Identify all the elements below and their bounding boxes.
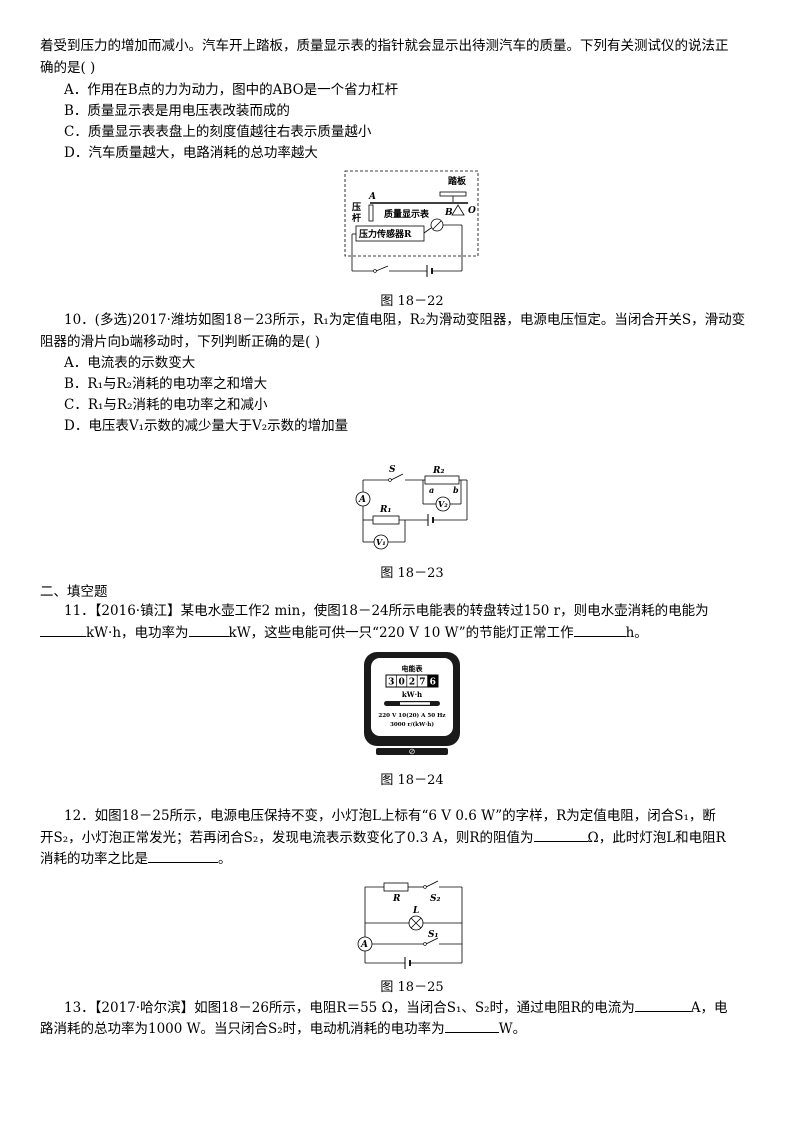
label-o: O — [468, 206, 476, 216]
pedal-plate — [439, 191, 467, 197]
label-pedal: 踏板 — [448, 175, 467, 187]
q10-text-line1: 10．(多选)2017·潍坊如图18－23所示，R₁为定值电阻，R₂为滑动变阻器… — [64, 312, 746, 328]
q12-text-segment-4: 。 — [218, 851, 232, 867]
label-s: S — [389, 465, 396, 475]
q12-text-line3: 消耗的功率之比是 。 — [40, 848, 232, 869]
q11-text-segment-2: kW，这些电能可供一只“220 V 10 W”的节能灯正常工作 — [228, 625, 574, 641]
switch-s — [390, 473, 404, 481]
label-r2: R₂ — [432, 466, 444, 476]
q11-blank-hours[interactable] — [573, 622, 626, 637]
q12-text-segment-3: 消耗的功率之比是 — [40, 851, 148, 867]
meter-title: 电能表 — [402, 664, 424, 673]
q12-text-segment-1: 开S₂，小灯泡正常发光；若再闭合S₂，发现电流表示数变化了0.3 A，则R的阻值… — [40, 830, 534, 846]
label-s2: S₂ — [430, 894, 440, 904]
figure-18-25: R S₂ L A S₁ — [357, 880, 463, 969]
label-r: R — [392, 894, 401, 904]
meter-digit-2: 0 — [398, 678, 404, 688]
label-l: L — [412, 906, 419, 916]
label-a-end: a — [429, 485, 434, 495]
q13-text-segment-4: W。 — [498, 1021, 527, 1037]
label-display: 质量显示表 — [384, 208, 430, 220]
label-b-end: b — [453, 485, 459, 495]
q9-option-b: B．质量显示表是用电压表改装而成的 — [64, 103, 290, 119]
q10-option-b: B．R₁与R₂消耗的电功率之和增大 — [64, 376, 268, 392]
q11-text-segment-1: kW·h，电功率为 — [86, 625, 189, 641]
meter-spec-2: 3000 r/(kW·h) — [390, 721, 434, 728]
label-press-2: 杆 — [352, 212, 361, 224]
rheostat-r2 — [424, 475, 460, 485]
q10-text-line2: 阻器的滑片向b端移动时，下列判断正确的是( ) — [40, 334, 320, 350]
switch-s1 — [425, 937, 439, 945]
q11-text-line1: 11．【2016·镇江】某电水壶工作2 min，使图18－24所示电能表的转盘转… — [64, 603, 709, 619]
fulcrum-triangle — [451, 204, 465, 216]
resistor-r1 — [372, 515, 400, 525]
figure-18-22: 踏板 A B O 压 杆 质量显示表 压力传感器R — [344, 170, 479, 277]
q13-text-line2: 路消耗的总功率为1000 W。当只闭合S₂时，电动机消耗的电功率为 W。 — [40, 1018, 526, 1039]
label-a-meter: A — [360, 940, 368, 950]
label-v2: V₂ — [438, 499, 448, 509]
meter-screw-icon — [409, 748, 415, 755]
q10-option-c: C．R₁与R₂消耗的电功率之和减小 — [64, 397, 268, 413]
q9-option-c: C．质量显示表表盘上的刻度值越往右表示质量越小 — [64, 124, 372, 140]
meter-digit-1: 3 — [388, 678, 394, 688]
meter-digit-3: 2 — [409, 678, 415, 688]
switch — [375, 265, 389, 272]
q9-text-line2: 确的是( ) — [40, 60, 96, 76]
q12-text-line1: 12．如图18－25所示，电源电压保持不变，小灯泡L上标有“6 V 0.6 W”… — [64, 808, 716, 824]
figure-18-24: 电能表 3 0 2 7 6 kW·h 220 V 10(20) A 50 Hz … — [364, 652, 460, 755]
q12-text-line2: 开S₂，小灯泡正常发光；若再闭合S₂，发现电流表示数变化了0.3 A，则R的阻值… — [40, 827, 726, 848]
q13-blank-current[interactable] — [634, 997, 691, 1012]
figure-18-23-caption: 图 18－23 — [380, 566, 444, 581]
press-rod — [368, 204, 374, 222]
figure-18-25-caption: 图 18－25 — [380, 980, 444, 995]
figure-18-22-caption: 图 18－22 — [380, 294, 444, 309]
q11-text-segment-3: h。 — [625, 625, 648, 641]
q9-option-a: A．作用在B点的力为动力，图中的ABO是一个省力杠杆 — [64, 82, 399, 98]
meter-spec-1: 220 V 10(20) A 50 Hz — [378, 712, 445, 719]
q11-blank-energy[interactable] — [40, 622, 86, 637]
switch-s2 — [425, 880, 439, 888]
q9-option-d: D．汽车质量越大，电路消耗的总功率越大 — [64, 145, 318, 161]
q13-text-segment-1: 13．【2017·哈尔滨】如图18－26所示，电阻R＝55 Ω，当闭合S₁、S₂… — [64, 1000, 635, 1016]
q11-blank-power[interactable] — [188, 622, 229, 637]
pressure-sensor — [355, 225, 425, 242]
q12-blank-resistance[interactable] — [533, 827, 588, 842]
label-sensor: 压力传感器R — [359, 228, 412, 240]
q13-text-segment-3: 路消耗的总功率为1000 W。当只闭合S₂时，电动机消耗的电功率为 — [40, 1021, 445, 1037]
q13-text-line1: 13．【2017·哈尔滨】如图18－26所示，电阻R＝55 Ω，当闭合S₁、S₂… — [64, 997, 728, 1018]
q12-text-segment-2: Ω，此时灯泡L和电阻R — [587, 830, 726, 846]
resistor-r — [383, 882, 409, 892]
label-a: A — [368, 192, 376, 202]
dashed-box — [344, 170, 479, 257]
label-press-1: 压 — [352, 202, 361, 213]
section-fill-in-title: 二、填空题 — [40, 584, 108, 600]
meter-digit-4: 7 — [419, 678, 425, 688]
meter-unit: kW·h — [402, 690, 422, 699]
label-v1: V₁ — [376, 537, 386, 547]
figure-18-24-caption: 图 18－24 — [380, 773, 444, 788]
q13-text-segment-2: A，电 — [690, 1000, 728, 1016]
q12-blank-ratio[interactable] — [148, 848, 218, 863]
meter-last-digit-box — [427, 675, 438, 687]
q13-blank-motor-power[interactable] — [444, 1018, 499, 1033]
label-s1: S₁ — [428, 930, 438, 940]
q11-text-line2: kW·h，电功率为 kW，这些电能可供一只“220 V 10 W”的节能灯正常工作… — [40, 622, 648, 643]
meter-dial-disk — [400, 702, 430, 705]
q9-text-line1: 着受到压力的增加而减小。汽车开上踏板，质量显示表的指针就会显示出待测汽车的质量。… — [40, 38, 729, 54]
label-a-meter: A — [358, 495, 366, 505]
label-r1: R₁ — [379, 505, 391, 515]
meter-digit-5: 6 — [430, 678, 436, 688]
q10-option-a: A．电流表的示数变大 — [64, 355, 196, 371]
label-b: B — [444, 208, 453, 218]
q10-option-d: D．电压表V₁示数的减少量大于V₂示数的增加量 — [64, 418, 349, 434]
figure-18-23: S R₂ a b V₂ A R₁ V₁ — [355, 465, 468, 550]
